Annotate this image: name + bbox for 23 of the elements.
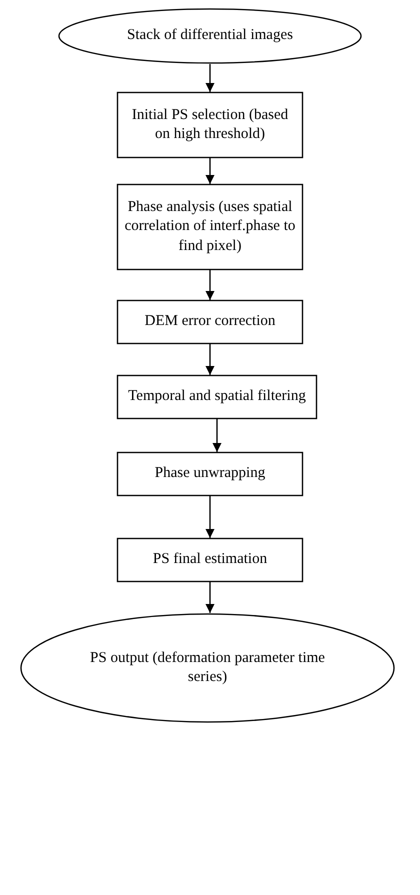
node-label: Phase analysis (uses spatial correlation of interf.phase to find pixel) — [124, 198, 296, 256]
node-label: PS final estimation — [152, 550, 268, 570]
arrow — [205, 270, 215, 300]
node-label: Phase unwrapping — [154, 464, 266, 484]
node-label: Stack of differential images — [126, 26, 294, 46]
process-box — [117, 538, 303, 582]
terminal-ellipse — [58, 8, 362, 64]
arrow — [205, 64, 215, 92]
arrow — [205, 158, 215, 184]
terminal-ellipse — [20, 613, 395, 723]
process-box — [117, 375, 317, 419]
arrow — [205, 344, 215, 375]
process-box — [117, 452, 303, 496]
node-label: PS output (deformation parameter time series) — [89, 648, 326, 687]
arrow — [212, 419, 222, 452]
node-label: DEM error correction — [144, 312, 276, 332]
node-label: Initial PS selection (based on high threshold) — [130, 106, 290, 144]
node-label: Temporal and spatial filtering — [127, 387, 307, 406]
process-box — [117, 300, 303, 344]
arrow — [205, 496, 215, 538]
process-box — [117, 92, 303, 158]
arrow — [205, 582, 215, 613]
process-box — [117, 184, 303, 270]
